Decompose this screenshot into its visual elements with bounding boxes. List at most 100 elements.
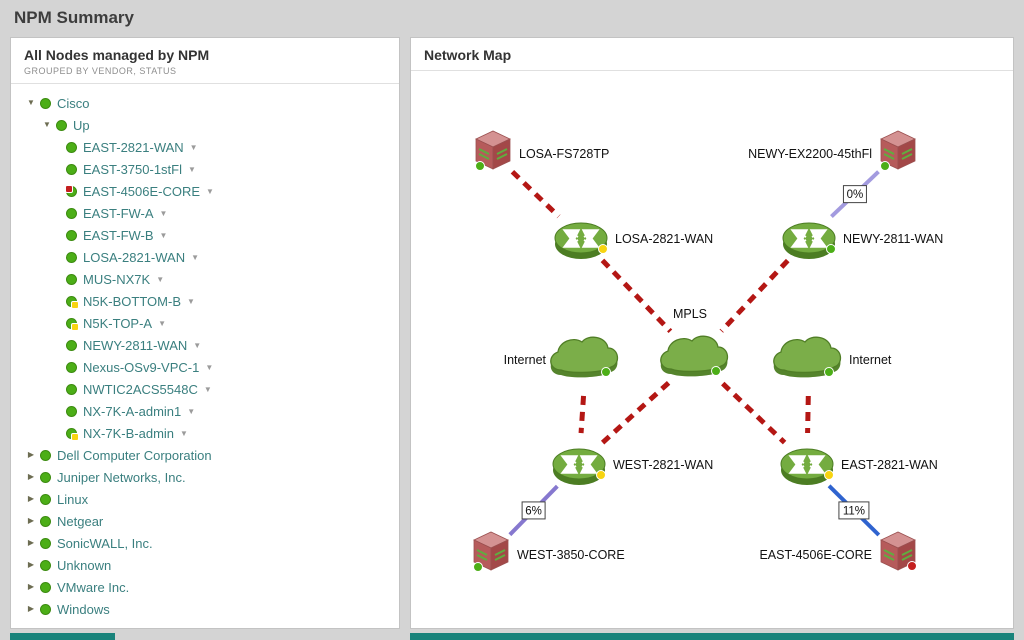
map-node-newy-2811-wan[interactable]: NEWY-2811-WAN [782, 222, 943, 259]
chevron-down-icon[interactable]: ▼ [205, 362, 214, 372]
tree-item-label[interactable]: EAST-3750-1stFl [83, 161, 182, 177]
tree-item-n5k-bottom-b[interactable]: N5K-BOTTOM-B ▼ [17, 290, 393, 312]
node-status-icon [40, 603, 51, 615]
tree-item-label[interactable]: N5K-TOP-A [83, 315, 153, 331]
node-status-icon [40, 97, 51, 109]
tree-item-sonicwall-inc-[interactable]: ▶ SonicWALL, Inc. [17, 532, 393, 554]
tree-item-nwtic2acs5548c[interactable]: NWTIC2ACS5548C ▼ [17, 378, 393, 400]
tree-item-n5k-top-a[interactable]: N5K-TOP-A ▼ [17, 312, 393, 334]
bottom-left-widget-edge [10, 633, 115, 640]
map-node-label: Internet [504, 353, 547, 367]
tree-item-label[interactable]: Unknown [57, 557, 112, 573]
chevron-down-icon[interactable]: ▼ [193, 340, 202, 350]
tree-item-label[interactable]: VMware Inc. [57, 579, 130, 595]
tree-item-label[interactable]: Linux [57, 491, 89, 507]
all-nodes-widget-header: All Nodes managed by NPM GROUPED BY VEND… [11, 38, 399, 84]
tree-item-label[interactable]: EAST-FW-A [83, 205, 154, 221]
chevron-down-icon[interactable]: ▼ [159, 208, 168, 218]
map-node-label: EAST-4506E-CORE [759, 548, 872, 562]
expand-arrow-icon[interactable]: ▶ [27, 450, 35, 459]
map-link-losa-fs728tp-losa-2821-wan [510, 169, 561, 219]
tree-item-cisco[interactable]: ▼ Cisco [17, 92, 393, 114]
map-node-east-2821-wan[interactable]: EAST-2821-WAN [780, 448, 938, 485]
node-status-icon [66, 295, 79, 309]
chevron-down-icon[interactable]: ▼ [188, 164, 196, 174]
map-node-losa-fs728tp[interactable]: LOSA-FS728TP [475, 130, 610, 171]
chevron-down-icon[interactable]: ▼ [187, 296, 195, 306]
tree-item-east-2821-wan[interactable]: EAST-2821-WAN ▼ [17, 136, 393, 158]
collapse-arrow-icon[interactable]: ▼ [43, 120, 51, 129]
node-status-icon [65, 184, 77, 197]
expand-arrow-icon[interactable]: ▶ [27, 516, 35, 525]
all-nodes-widget: All Nodes managed by NPM GROUPED BY VEND… [10, 37, 400, 629]
map-node-east-4506e-core[interactable]: EAST-4506E-CORE [759, 531, 917, 571]
tree-item-label[interactable]: EAST-2821-WAN [83, 139, 184, 155]
tree-item-vmware-inc-[interactable]: ▶ VMware Inc. [17, 576, 393, 598]
tree-item-nexus-osv9-vpc-1[interactable]: Nexus-OSv9-VPC-1 ▼ [17, 356, 393, 378]
tree-item-up[interactable]: ▼ Up [17, 114, 393, 136]
tree-item-label[interactable]: Dell Computer Corporation [57, 447, 212, 463]
tree-item-label[interactable]: MUS-NX7K [83, 271, 151, 287]
expand-arrow-icon[interactable]: ▶ [27, 582, 35, 591]
chevron-down-icon[interactable]: ▼ [187, 406, 196, 416]
chevron-down-icon[interactable]: ▼ [156, 274, 165, 284]
tree-item-label[interactable]: Juniper Networks, Inc. [57, 469, 186, 485]
expand-arrow-icon[interactable]: ▶ [27, 604, 35, 613]
bottom-right-widget-edge [410, 633, 1014, 640]
tree-item-label[interactable]: Cisco [57, 95, 90, 111]
tree-item-label[interactable]: NX-7K-A-admin1 [83, 403, 182, 419]
map-node-internet-east[interactable]: Internet [773, 336, 892, 378]
map-node-west-2821-wan[interactable]: WEST-2821-WAN [552, 448, 713, 485]
tree-item-east-3750-1stfl[interactable]: EAST-3750-1stFl ▼ [17, 158, 393, 180]
chevron-down-icon[interactable]: ▼ [158, 318, 167, 328]
tree-item-label[interactable]: Up [73, 117, 90, 133]
tree-item-juniper-networks-inc-[interactable]: ▶ Juniper Networks, Inc. [17, 466, 393, 488]
chevron-down-icon[interactable]: ▼ [206, 186, 214, 196]
tree-item-label[interactable]: NWTIC2ACS5548C [83, 381, 198, 397]
tree-item-label[interactable]: Nexus-OSv9-VPC-1 [83, 359, 200, 375]
expand-arrow-icon[interactable]: ▶ [27, 538, 35, 547]
map-node-internet-west[interactable]: Internet [504, 336, 619, 378]
tree-item-mus-nx7k[interactable]: MUS-NX7K ▼ [17, 268, 393, 290]
tree-item-dell-computer-corporation[interactable]: ▶ Dell Computer Corporation [17, 444, 393, 466]
tree-item-losa-2821-wan[interactable]: LOSA-2821-WAN ▼ [17, 246, 393, 268]
map-node-losa-2821-wan[interactable]: LOSA-2821-WAN [554, 222, 713, 259]
tree-item-label[interactable]: NX-7K-B-admin [83, 425, 175, 441]
tree-item-nx-7k-b-admin[interactable]: NX-7K-B-admin ▼ [17, 422, 393, 444]
expand-arrow-icon[interactable]: ▶ [27, 494, 35, 503]
tree-item-label[interactable]: NEWY-2811-WAN [83, 337, 188, 353]
node-status-icon [66, 405, 77, 417]
expand-arrow-icon[interactable]: ▶ [27, 472, 35, 481]
tree-item-label[interactable]: Netgear [57, 513, 104, 529]
collapse-arrow-icon[interactable]: ▼ [27, 98, 35, 107]
tree-item-nx-7k-a-admin1[interactable]: NX-7K-A-admin1 ▼ [17, 400, 393, 422]
tree-item-label[interactable]: EAST-4506E-CORE [83, 183, 201, 199]
tree-item-label[interactable]: EAST-FW-B [83, 227, 154, 243]
chevron-down-icon[interactable]: ▼ [191, 252, 200, 262]
chevron-down-icon[interactable]: ▼ [180, 428, 188, 438]
expand-arrow-icon[interactable]: ▶ [27, 560, 35, 569]
network-map-area: LOSA-FS728TP NEWY-EX2200-45thFl LOSA-282… [411, 71, 1013, 628]
chevron-down-icon[interactable]: ▼ [189, 142, 198, 152]
tree-item-netgear[interactable]: ▶ Netgear [17, 510, 393, 532]
tree-item-newy-2811-wan[interactable]: NEWY-2811-WAN ▼ [17, 334, 393, 356]
tree-item-east-fw-a[interactable]: EAST-FW-A ▼ [17, 202, 393, 224]
node-status-icon [66, 273, 77, 285]
tree-item-label[interactable]: SonicWALL, Inc. [57, 535, 153, 551]
tree-item-label[interactable]: N5K-BOTTOM-B [83, 293, 181, 309]
map-node-mpls[interactable]: MPLS [660, 307, 729, 377]
tree-item-unknown[interactable]: ▶ Unknown [17, 554, 393, 576]
tree-item-east-4506e-core[interactable]: EAST-4506E-CORE ▼ [17, 180, 393, 202]
tree-item-windows[interactable]: ▶ Windows [17, 598, 393, 620]
chevron-down-icon[interactable]: ▼ [159, 230, 168, 240]
chevron-down-icon[interactable]: ▼ [203, 384, 212, 394]
tree-item-label[interactable]: Windows [57, 601, 110, 617]
below-fold-widgets-edge [10, 633, 1014, 640]
map-node-west-3850-core[interactable]: WEST-3850-CORE [473, 531, 625, 572]
node-status-icon [66, 383, 77, 395]
map-node-newy-ex2200[interactable]: NEWY-EX2200-45thFl [748, 130, 916, 171]
tree-item-east-fw-b[interactable]: EAST-FW-B ▼ [17, 224, 393, 246]
tree-item-linux[interactable]: ▶ Linux [17, 488, 393, 510]
tree-item-label[interactable]: LOSA-2821-WAN [83, 249, 186, 265]
